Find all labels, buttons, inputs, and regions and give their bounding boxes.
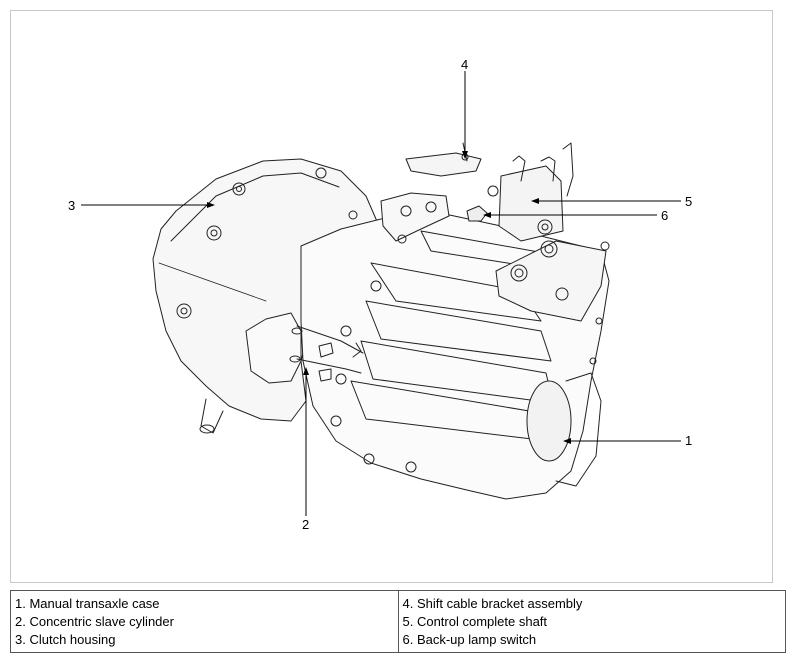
- figure-frame: 1 2 3 4 5 6: [10, 10, 773, 583]
- callout-5: 5: [685, 194, 693, 209]
- leader-arrow-3: [207, 202, 215, 208]
- callout-3: 3: [68, 198, 76, 213]
- callout-1: 1: [685, 433, 693, 448]
- callout-6: 6: [661, 208, 669, 223]
- leader-arrow-1: [563, 438, 571, 444]
- legend-item-2: 2. Concentric slave cylinder: [15, 614, 174, 629]
- legend-item-5: 5. Control complete shaft: [402, 614, 548, 629]
- legend-row: 1. Manual transaxle case 2. Concentric s…: [10, 590, 786, 653]
- legend-column-right: 4. Shift cable bracket assembly 5. Contr…: [397, 590, 786, 653]
- legend-item-6: 6. Back-up lamp switch: [402, 632, 537, 647]
- leader-arrow-4: [462, 151, 468, 159]
- callout-2: 2: [302, 517, 310, 532]
- legend-item-1: 1. Manual transaxle case: [15, 596, 160, 611]
- callout-4: 4: [461, 57, 469, 72]
- legend-item-4: 4. Shift cable bracket assembly: [402, 596, 583, 611]
- leader-arrow-2: [303, 367, 309, 375]
- transaxle-drawing: [81, 71, 681, 516]
- leader-arrow-6: [483, 212, 491, 218]
- legend-item-3: 3. Clutch housing: [15, 632, 116, 647]
- legend-table: 1. Manual transaxle case 2. Concentric s…: [10, 590, 786, 653]
- leader-arrow-5: [531, 198, 539, 204]
- legend-column-left: 1. Manual transaxle case 2. Concentric s…: [10, 590, 399, 653]
